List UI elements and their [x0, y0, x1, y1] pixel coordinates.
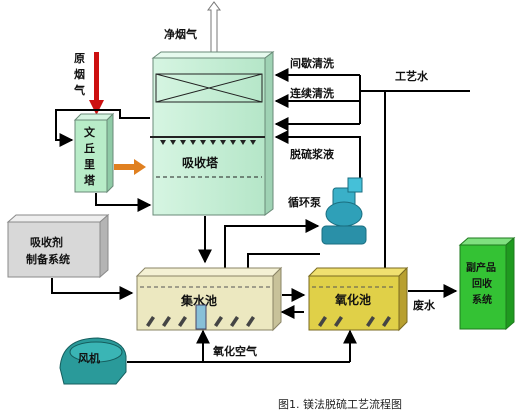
byproduct-recovery-system: 副产品 回收 系统	[458, 236, 516, 331]
oxidation-tank-label: 氧化池	[334, 292, 371, 307]
absorber-label: 吸收塔	[182, 155, 219, 170]
raw-gas-label-1: 原	[74, 52, 85, 65]
byproduct-label-2: 回收	[472, 277, 492, 290]
fan-label: 风机	[78, 351, 100, 365]
venturi-label-4: 塔	[84, 173, 96, 187]
clean-gas-label: 净烟气	[164, 27, 197, 41]
raw-gas-label-2: 烟	[74, 67, 85, 81]
absorbent-feed-line	[51, 278, 134, 300]
venturi-label-2: 丘	[84, 142, 95, 155]
oxidation-tank: 氧化池	[307, 266, 409, 332]
circulation-pump: 循环泵	[288, 177, 367, 245]
oxidation-air-label: 氧化空气	[212, 344, 257, 358]
venturi-label-3: 里	[84, 158, 95, 171]
wastewater-label: 废水	[413, 298, 436, 312]
pump-label: 循环泵	[288, 195, 321, 209]
pump-return-line	[247, 253, 320, 270]
venturi-to-absorber-line	[95, 193, 152, 212]
venturi-to-absorber-arrow	[134, 159, 146, 175]
raw-gas-inlet: 原 烟 气	[73, 52, 104, 115]
intermittent-wash-label: 间歇清洗	[290, 56, 334, 70]
absorbent-prep-label-2: 制备系统	[26, 252, 70, 266]
absorber-tower: 吸收塔	[150, 51, 275, 216]
figure-caption: 图1. 镁法脱硫工艺流程图	[278, 397, 402, 411]
venturi-tower: 文 丘 里 塔	[73, 112, 146, 194]
spray-nozzles	[160, 140, 256, 145]
absorbent-prep-label-1: 吸收剂	[30, 235, 63, 249]
oxidation-aeration-nozzles	[318, 316, 391, 327]
blower-fan: 风机	[59, 337, 127, 385]
collection-tank-label: 集水池	[180, 293, 217, 308]
clean-gas-outlet: 净烟气	[164, 1, 221, 56]
raw-gas-arrow	[89, 100, 104, 115]
collection-tank: 集水池	[135, 266, 283, 332]
slurry-line	[274, 130, 361, 178]
collection-aeration-nozzles	[146, 316, 255, 327]
pump-suction-line	[224, 219, 320, 270]
continuous-wash-label: 连续清洗	[290, 86, 334, 100]
absorbent-prep-system: 吸收剂 制备系统	[6, 213, 110, 279]
process-water-label: 工艺水	[395, 69, 429, 83]
wash-inputs: 间歇清洗 连续清洗 工艺水	[274, 56, 470, 307]
venturi-wash-line	[55, 109, 150, 147]
byproduct-label-3: 系统	[472, 293, 492, 306]
venturi-label-1: 文	[84, 125, 96, 139]
slurry-label: 脱硫浆液	[290, 147, 335, 161]
raw-gas-label-3: 气	[73, 83, 85, 97]
byproduct-label-1: 副产品	[466, 261, 496, 274]
